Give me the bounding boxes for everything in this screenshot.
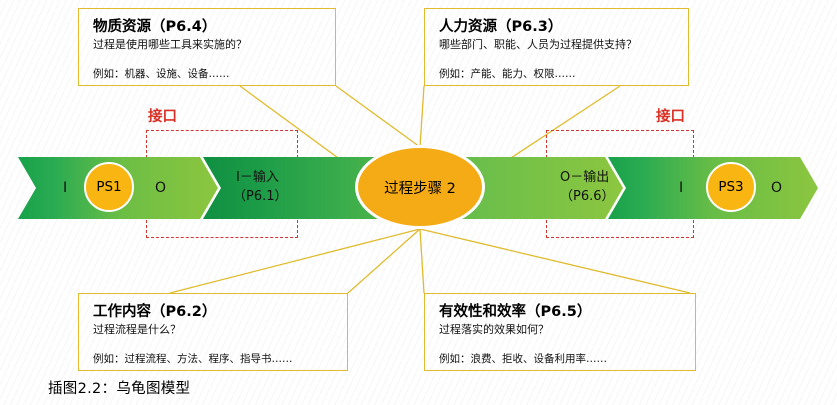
output-label-line1: O－输出 — [560, 170, 610, 185]
info-box-work-content[interactable]: 工作内容（P6.2） 过程流程是什么？ 例如：过程流程、方法、程序、指导书…… — [78, 293, 348, 371]
input-label-line2: （P6.1） — [233, 189, 288, 204]
material-question: 过程是使用哪些工具来实施的？ — [93, 38, 247, 52]
work-title: 工作内容（P6.2） — [93, 304, 217, 320]
human-question: 哪些部门、职能、人员为过程提供支持？ — [439, 38, 637, 52]
interface-label-right: 接口 — [656, 109, 685, 125]
ps3-node[interactable]: PS3 — [706, 162, 756, 212]
work-question: 过程流程是什么？ — [93, 323, 181, 337]
ps1-node[interactable]: PS1 — [84, 162, 134, 212]
effect-question: 过程落实的效果如何？ — [439, 323, 549, 337]
figure-caption: 插图2.2：乌龟图模型 — [48, 381, 191, 397]
human-example: 例如：产能、能力、权限…… — [439, 67, 576, 80]
process-step-ellipse[interactable]: 过程步骤 2 — [355, 145, 485, 229]
input-label-line1: I－输入 — [236, 170, 279, 185]
info-box-material-resources[interactable]: 物质资源（P6.4） 过程是使用哪些工具来实施的？ 例如：机器、设施、设备…… — [78, 8, 336, 86]
info-box-human-resources[interactable]: 人力资源（P6.3） 哪些部门、职能、人员为过程提供支持？ 例如：产能、能力、权… — [424, 8, 689, 86]
output-label-line2: （P6.6） — [560, 189, 615, 204]
ps1-output-letter: O — [155, 180, 167, 196]
ps3-input-letter: I — [679, 180, 684, 196]
effect-example: 例如：浪费、拒收、设备利用率…… — [439, 352, 607, 365]
info-box-effectiveness[interactable]: 有效性和效率（P6.5） 过程落实的效果如何？ 例如：浪费、拒收、设备利用率…… — [424, 293, 696, 371]
human-title: 人力资源（P6.3） — [439, 19, 563, 35]
ps1-input-letter: I — [63, 180, 68, 196]
work-example: 例如：过程流程、方法、程序、指导书…… — [93, 352, 293, 365]
material-example: 例如：机器、设施、设备…… — [93, 67, 230, 80]
material-title: 物质资源（P6.4） — [93, 19, 217, 35]
interface-label-left: 接口 — [148, 109, 177, 125]
effect-title: 有效性和效率（P6.5） — [439, 304, 592, 320]
ps3-output-letter: O — [771, 180, 783, 196]
